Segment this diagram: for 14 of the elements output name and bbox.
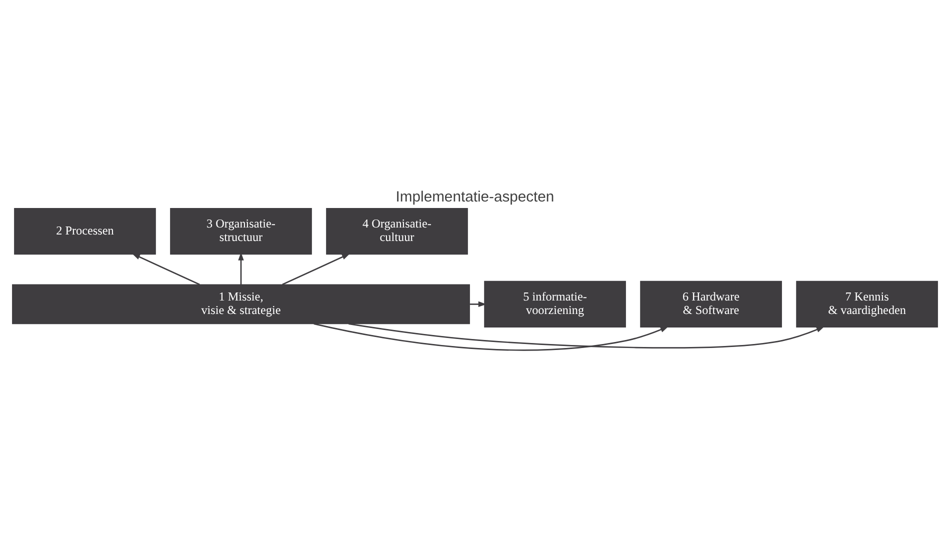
- arrow: [282, 252, 350, 285]
- node-box: 2 Processen: [14, 207, 156, 254]
- arrow: [348, 322, 825, 348]
- node-box: 7 Kennis & vaardigheden: [796, 280, 938, 328]
- node-box: 3 Organisatie- structuur: [170, 207, 312, 254]
- node-box: 4 Organisatie- cultuur: [326, 207, 468, 254]
- diagram-title: Implementatie-aspecten: [396, 188, 554, 205]
- arrow: [314, 322, 669, 350]
- node-box: 1 Missie, visie & strategie: [12, 284, 470, 324]
- arrow: [470, 300, 486, 307]
- arrow: [238, 252, 244, 284]
- arrow: [132, 252, 200, 285]
- node-box: 6 Hardware & Software: [640, 280, 782, 328]
- node-box: 5 informatie- voorziening: [484, 280, 626, 328]
